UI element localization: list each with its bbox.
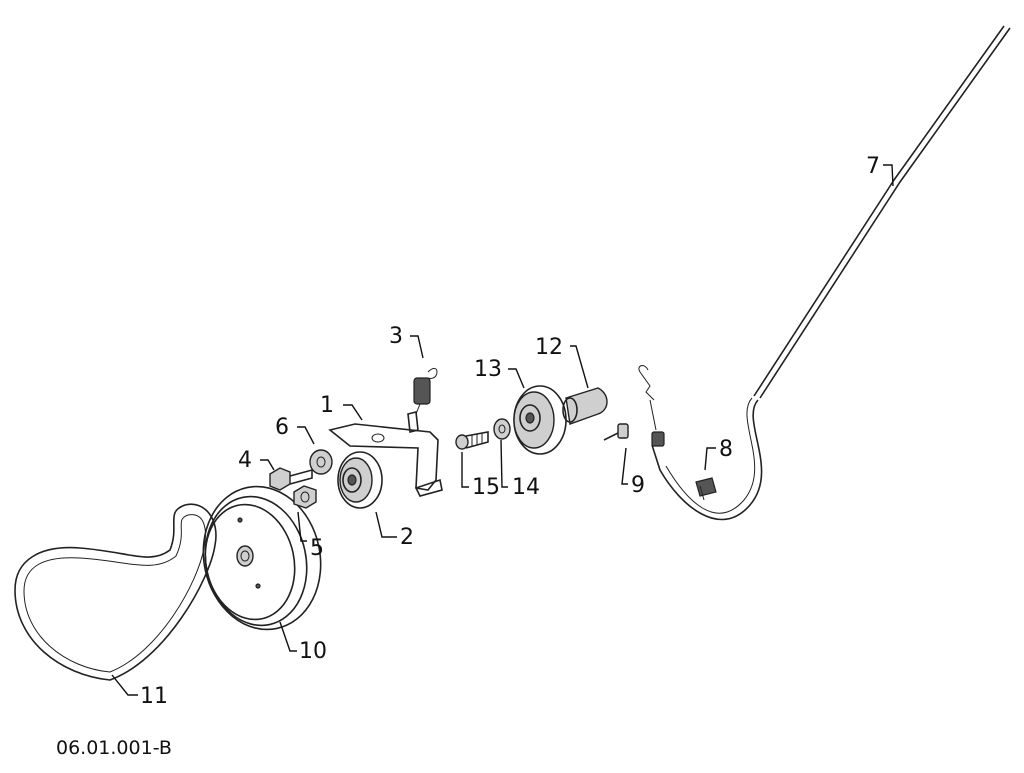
idler-bracket-1	[328, 411, 443, 497]
large-pulley	[202, 485, 322, 631]
cable-clip-8	[695, 477, 717, 501]
nut-5	[293, 485, 317, 509]
pulley-13	[513, 385, 567, 455]
callout-15: 15	[472, 475, 500, 500]
spacer-12	[562, 387, 608, 425]
bolt-15	[455, 431, 489, 450]
callout-14: 14	[512, 475, 540, 500]
callout-12: 12	[535, 335, 563, 360]
callout-1: 1	[320, 393, 334, 418]
fitting-9	[603, 423, 629, 441]
callout-labels: 1 2 3 4 5 6 7 8 9 10 11 12 13 14 15	[140, 154, 880, 709]
callout-7: 7	[866, 154, 880, 179]
callout-10: 10	[299, 639, 327, 664]
callout-8: 8	[719, 437, 733, 462]
callout-4: 4	[238, 448, 252, 473]
leader-lines	[111, 164, 894, 696]
control-cable-7	[638, 25, 1011, 521]
drive-belt	[14, 503, 217, 681]
washer-6	[309, 449, 333, 475]
callout-13: 13	[474, 357, 502, 382]
callout-5: 5	[310, 536, 324, 561]
callout-11: 11	[140, 684, 168, 709]
callout-2: 2	[400, 525, 414, 550]
washer-14	[493, 418, 511, 440]
callout-9: 9	[631, 473, 645, 498]
spring-3	[413, 367, 438, 415]
idler-pulley-2	[337, 451, 383, 509]
diagram-reference-code: 06.01.001-B	[56, 737, 172, 759]
bolt-4	[269, 467, 313, 491]
callout-3: 3	[389, 324, 403, 349]
callout-6: 6	[275, 415, 289, 440]
